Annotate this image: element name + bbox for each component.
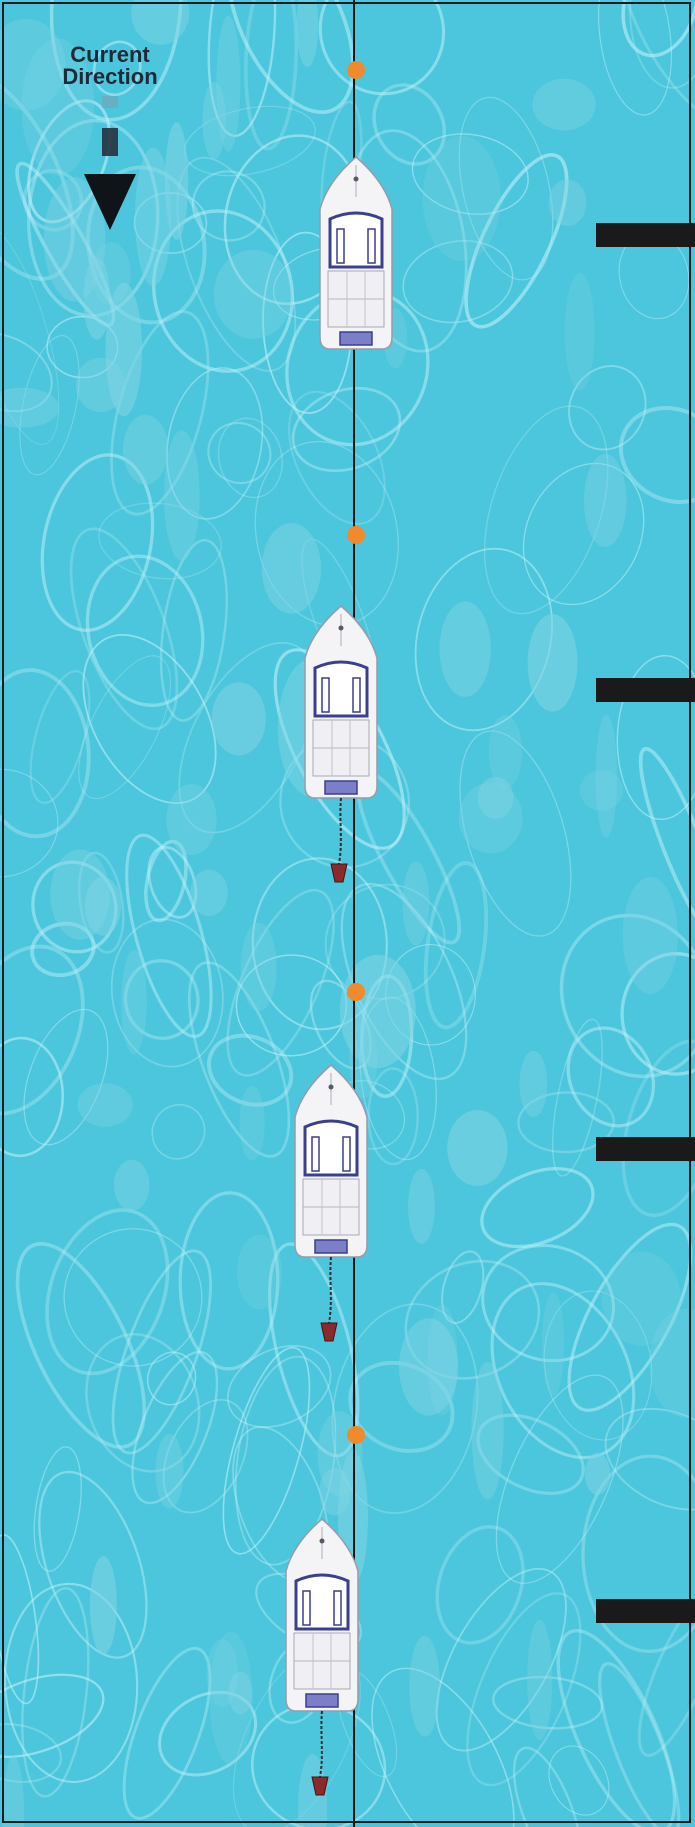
buoy-dot-icon xyxy=(347,61,365,79)
right-seat xyxy=(343,1137,350,1171)
buoy-dot-icon xyxy=(347,983,365,1001)
label-bar xyxy=(596,678,695,702)
label-bar xyxy=(596,1599,695,1623)
legend-title: Current Direction xyxy=(40,44,180,88)
buoy-dot-icon xyxy=(347,1426,365,1444)
stern-motor xyxy=(325,781,357,794)
left-seat xyxy=(322,678,329,712)
left-seat xyxy=(337,229,344,263)
stern-motor xyxy=(306,1694,338,1707)
stern-motor xyxy=(340,332,372,345)
down-arrow-icon xyxy=(40,88,180,238)
buoy-dot-icon xyxy=(347,526,365,544)
current-direction-legend: Current Direction xyxy=(40,44,180,238)
boat-group xyxy=(286,157,392,1795)
drift-sock-icon xyxy=(312,1777,328,1795)
right-seat xyxy=(353,678,360,712)
drift-sock-rope xyxy=(329,1257,331,1323)
left-seat xyxy=(312,1137,319,1171)
arrow-fade-segment xyxy=(102,96,118,108)
label-bar xyxy=(596,1137,695,1161)
label-bar-group xyxy=(596,223,695,1623)
boat-icon xyxy=(320,157,392,349)
drift-sock-rope xyxy=(339,798,341,864)
drift-sock-rope xyxy=(320,1711,322,1777)
boat-icon xyxy=(295,1065,367,1341)
drift-sock-icon xyxy=(331,864,347,882)
label-bar xyxy=(596,223,695,247)
left-seat xyxy=(303,1591,310,1625)
bow-cleat xyxy=(354,177,359,182)
arrow-head xyxy=(84,174,136,230)
right-seat xyxy=(334,1591,341,1625)
arrow-shaft-segment xyxy=(102,128,118,156)
bow-cleat xyxy=(329,1085,334,1090)
boat-icon xyxy=(286,1519,358,1795)
stern-motor xyxy=(315,1240,347,1253)
bow-cleat xyxy=(339,626,344,631)
bow-cleat xyxy=(320,1539,325,1544)
boat-icon xyxy=(305,606,377,882)
right-seat xyxy=(368,229,375,263)
drift-sock-icon xyxy=(321,1323,337,1341)
